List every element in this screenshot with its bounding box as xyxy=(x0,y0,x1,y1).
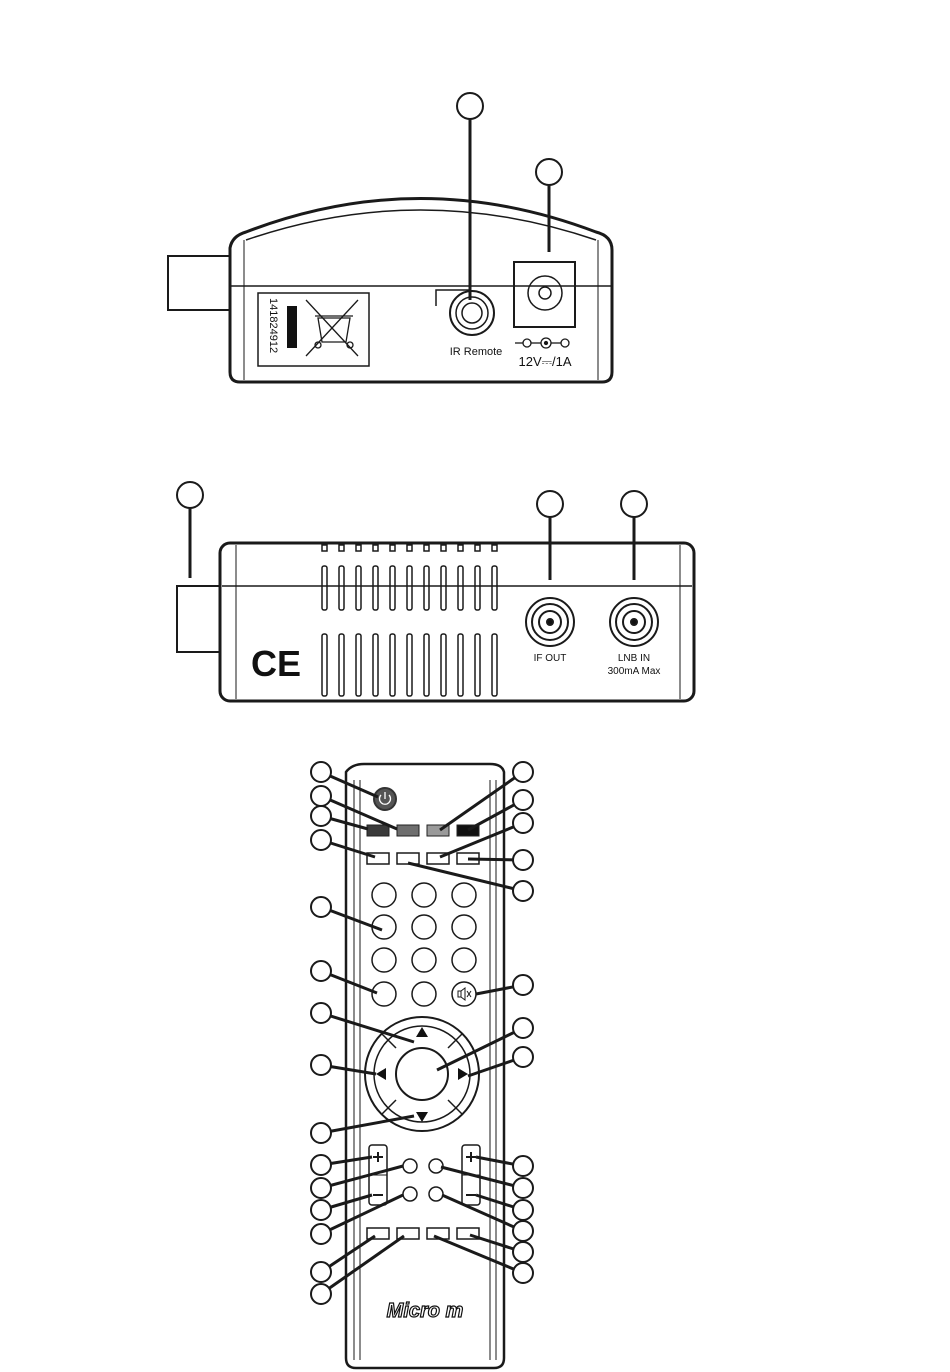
callout-circle xyxy=(311,830,331,850)
callout-circle xyxy=(311,1224,331,1244)
callout-circle xyxy=(311,762,331,782)
callout-circle xyxy=(513,790,533,810)
callout-ir-remote xyxy=(457,93,483,119)
callout-circle xyxy=(311,806,331,826)
callout-circle xyxy=(513,1047,533,1067)
callout-circle xyxy=(513,881,533,901)
lnb-in-sub-label: 300mA Max xyxy=(608,666,661,677)
callout-circle xyxy=(311,1262,331,1282)
barcode-block xyxy=(287,306,297,348)
callout-circle xyxy=(513,813,533,833)
ce-mark: CE xyxy=(251,643,301,684)
callout-lnb-in xyxy=(621,491,647,517)
lnb-in-label: LNB IN xyxy=(618,653,650,664)
if-out-label: IF OUT xyxy=(534,653,567,664)
connector-stub xyxy=(168,256,230,310)
power-rating-label: 12V⎓/1A xyxy=(518,354,571,369)
ir-remote-label: IR Remote xyxy=(450,346,503,358)
callout-circle xyxy=(513,1263,533,1283)
callout-circle xyxy=(311,1284,331,1304)
callout-circle xyxy=(513,762,533,782)
serial-number: 141824912 xyxy=(267,298,279,353)
callout-circle xyxy=(311,1155,331,1175)
remote-color-key-1[interactable] xyxy=(367,825,389,836)
callout-circle xyxy=(513,1200,533,1220)
callout-circle xyxy=(311,897,331,917)
remote-brand-logo: Micro m xyxy=(387,1300,464,1322)
callout-circle xyxy=(311,1003,331,1023)
callout-input-stub xyxy=(177,482,203,508)
callout-if-out xyxy=(537,491,563,517)
callout-circle xyxy=(311,1055,331,1075)
callout-circle xyxy=(311,1200,331,1220)
callout-circle xyxy=(513,850,533,870)
callout-circle xyxy=(513,1018,533,1038)
callout-circle xyxy=(513,975,533,995)
callout-circle xyxy=(311,1123,331,1143)
callout-circle xyxy=(311,961,331,981)
callout-circle xyxy=(513,1221,533,1241)
callout-circle xyxy=(311,1178,331,1198)
remote-color-key-2[interactable] xyxy=(397,825,419,836)
callout-circle xyxy=(513,1242,533,1262)
callout-circle xyxy=(311,786,331,806)
callout-power xyxy=(536,159,562,185)
side-connector-stub xyxy=(177,586,222,652)
callout-circle xyxy=(513,1178,533,1198)
callout-circle xyxy=(513,1156,533,1176)
